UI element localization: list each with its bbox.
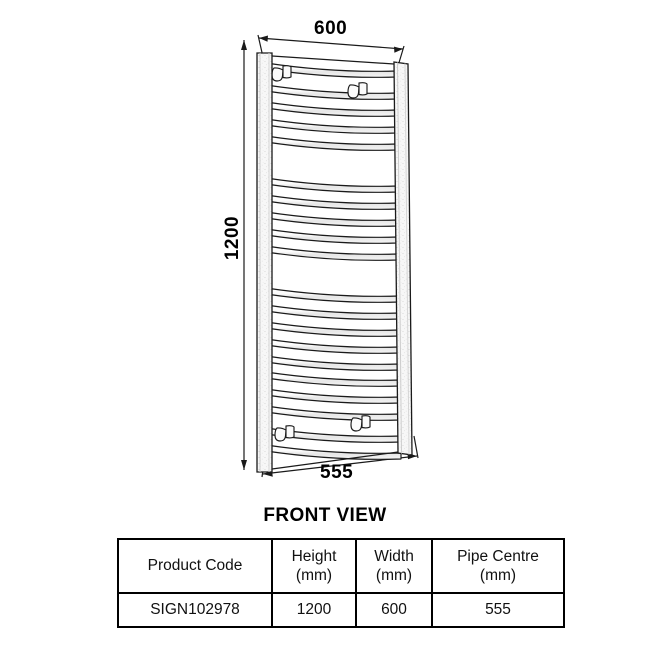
header-height: Height (mm) [271,538,357,594]
dimension-label-pipe-centre-555: 555 [320,462,354,483]
hook-bracket-group-top [271,65,368,99]
left-side-post [256,52,273,473]
right-side-post [393,61,413,456]
specification-table: Product Code Height (mm) Width (mm) Pipe… [117,538,565,628]
header-width-unit: (mm) [375,567,413,584]
header-product-code-label: Product Code [147,557,243,575]
dimension-label-height-1200: 1200 [222,215,244,261]
header-width: Width (mm) [355,538,433,594]
header-pipe-centre: Pipe Centre (mm) [431,538,565,594]
front-view-caption: FRONT VIEW [263,505,387,526]
header-width-label: Width [374,547,414,565]
cell-height: 1200 [271,592,357,628]
dimension-1200-height [241,40,247,470]
table-header-row: Product Code Height (mm) Width (mm) Pipe… [117,538,565,594]
frame-outline [271,55,399,470]
header-pipe-centre-unit: (mm) [479,567,517,584]
header-height-label: Height [291,547,337,565]
table-row: SIGN102978 1200 600 555 [117,592,565,628]
cell-width: 600 [355,592,433,628]
dimension-label-width-600: 600 [314,18,348,39]
towel-bar-group [265,62,402,460]
cell-product-code: SIGN102978 [117,592,273,628]
cell-pipe-centre: 555 [431,592,565,628]
header-product-code: Product Code [117,538,273,594]
header-height-unit: (mm) [295,567,333,584]
header-pipe-centre-label: Pipe Centre [457,547,539,565]
hook-bracket-group-bottom [274,415,371,442]
